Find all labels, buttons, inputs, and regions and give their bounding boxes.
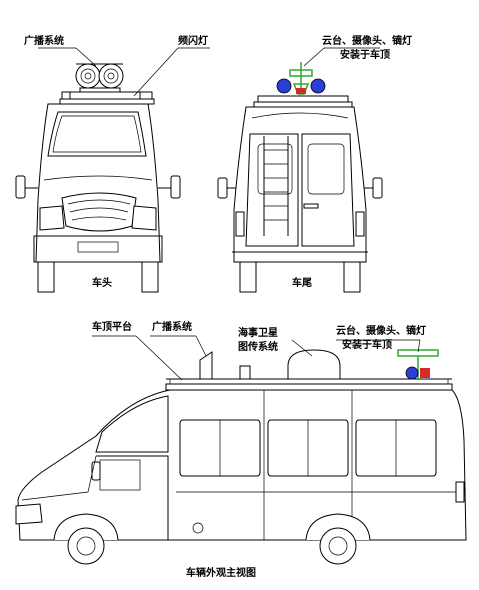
front-horn-speakers (75, 63, 124, 93)
rear-ladder (263, 136, 289, 236)
label-satellite-line2: 图传系统 (238, 340, 278, 353)
label-rear-gimbal-line1: 云台、摄像头、镝灯 (322, 34, 412, 47)
front-roof-equipment (59, 63, 155, 105)
caption-main-view: 车辆外观主视图 (186, 566, 256, 579)
label-side-gimbal-line1: 云台、摄像头、镝灯 (336, 324, 426, 337)
caption-front-view: 车头 (92, 276, 112, 289)
leader-lines (38, 47, 421, 381)
label-side-gimbal-line2: 安装于车顶 (342, 338, 392, 351)
rear-view (217, 62, 383, 293)
label-front-strobe-light: 频闪灯 (178, 34, 208, 47)
caption-rear-view: 车尾 (292, 276, 312, 289)
label-rear-gimbal-line2: 安装于车顶 (340, 48, 390, 61)
side-view (15, 349, 467, 565)
label-front-broadcast-system: 广播系统 (24, 34, 64, 47)
front-view (15, 63, 181, 293)
satellite-dome (287, 349, 341, 380)
side-speaker (199, 351, 213, 380)
label-side-broadcast-system: 广播系统 (152, 320, 192, 333)
rear-gimbal-assembly (276, 62, 326, 95)
label-roof-platform: 车顶平台 (92, 320, 132, 333)
roof-platform (165, 378, 453, 391)
side-wheels (53, 513, 371, 565)
labels: 广播系统 频闪灯 云台、摄像头、镝灯 安装于车顶 车头 车尾 车顶平台 广播系统… (24, 34, 426, 579)
side-gimbal-assembly (397, 349, 439, 380)
label-satellite-line1: 海事卫星 (238, 326, 278, 339)
